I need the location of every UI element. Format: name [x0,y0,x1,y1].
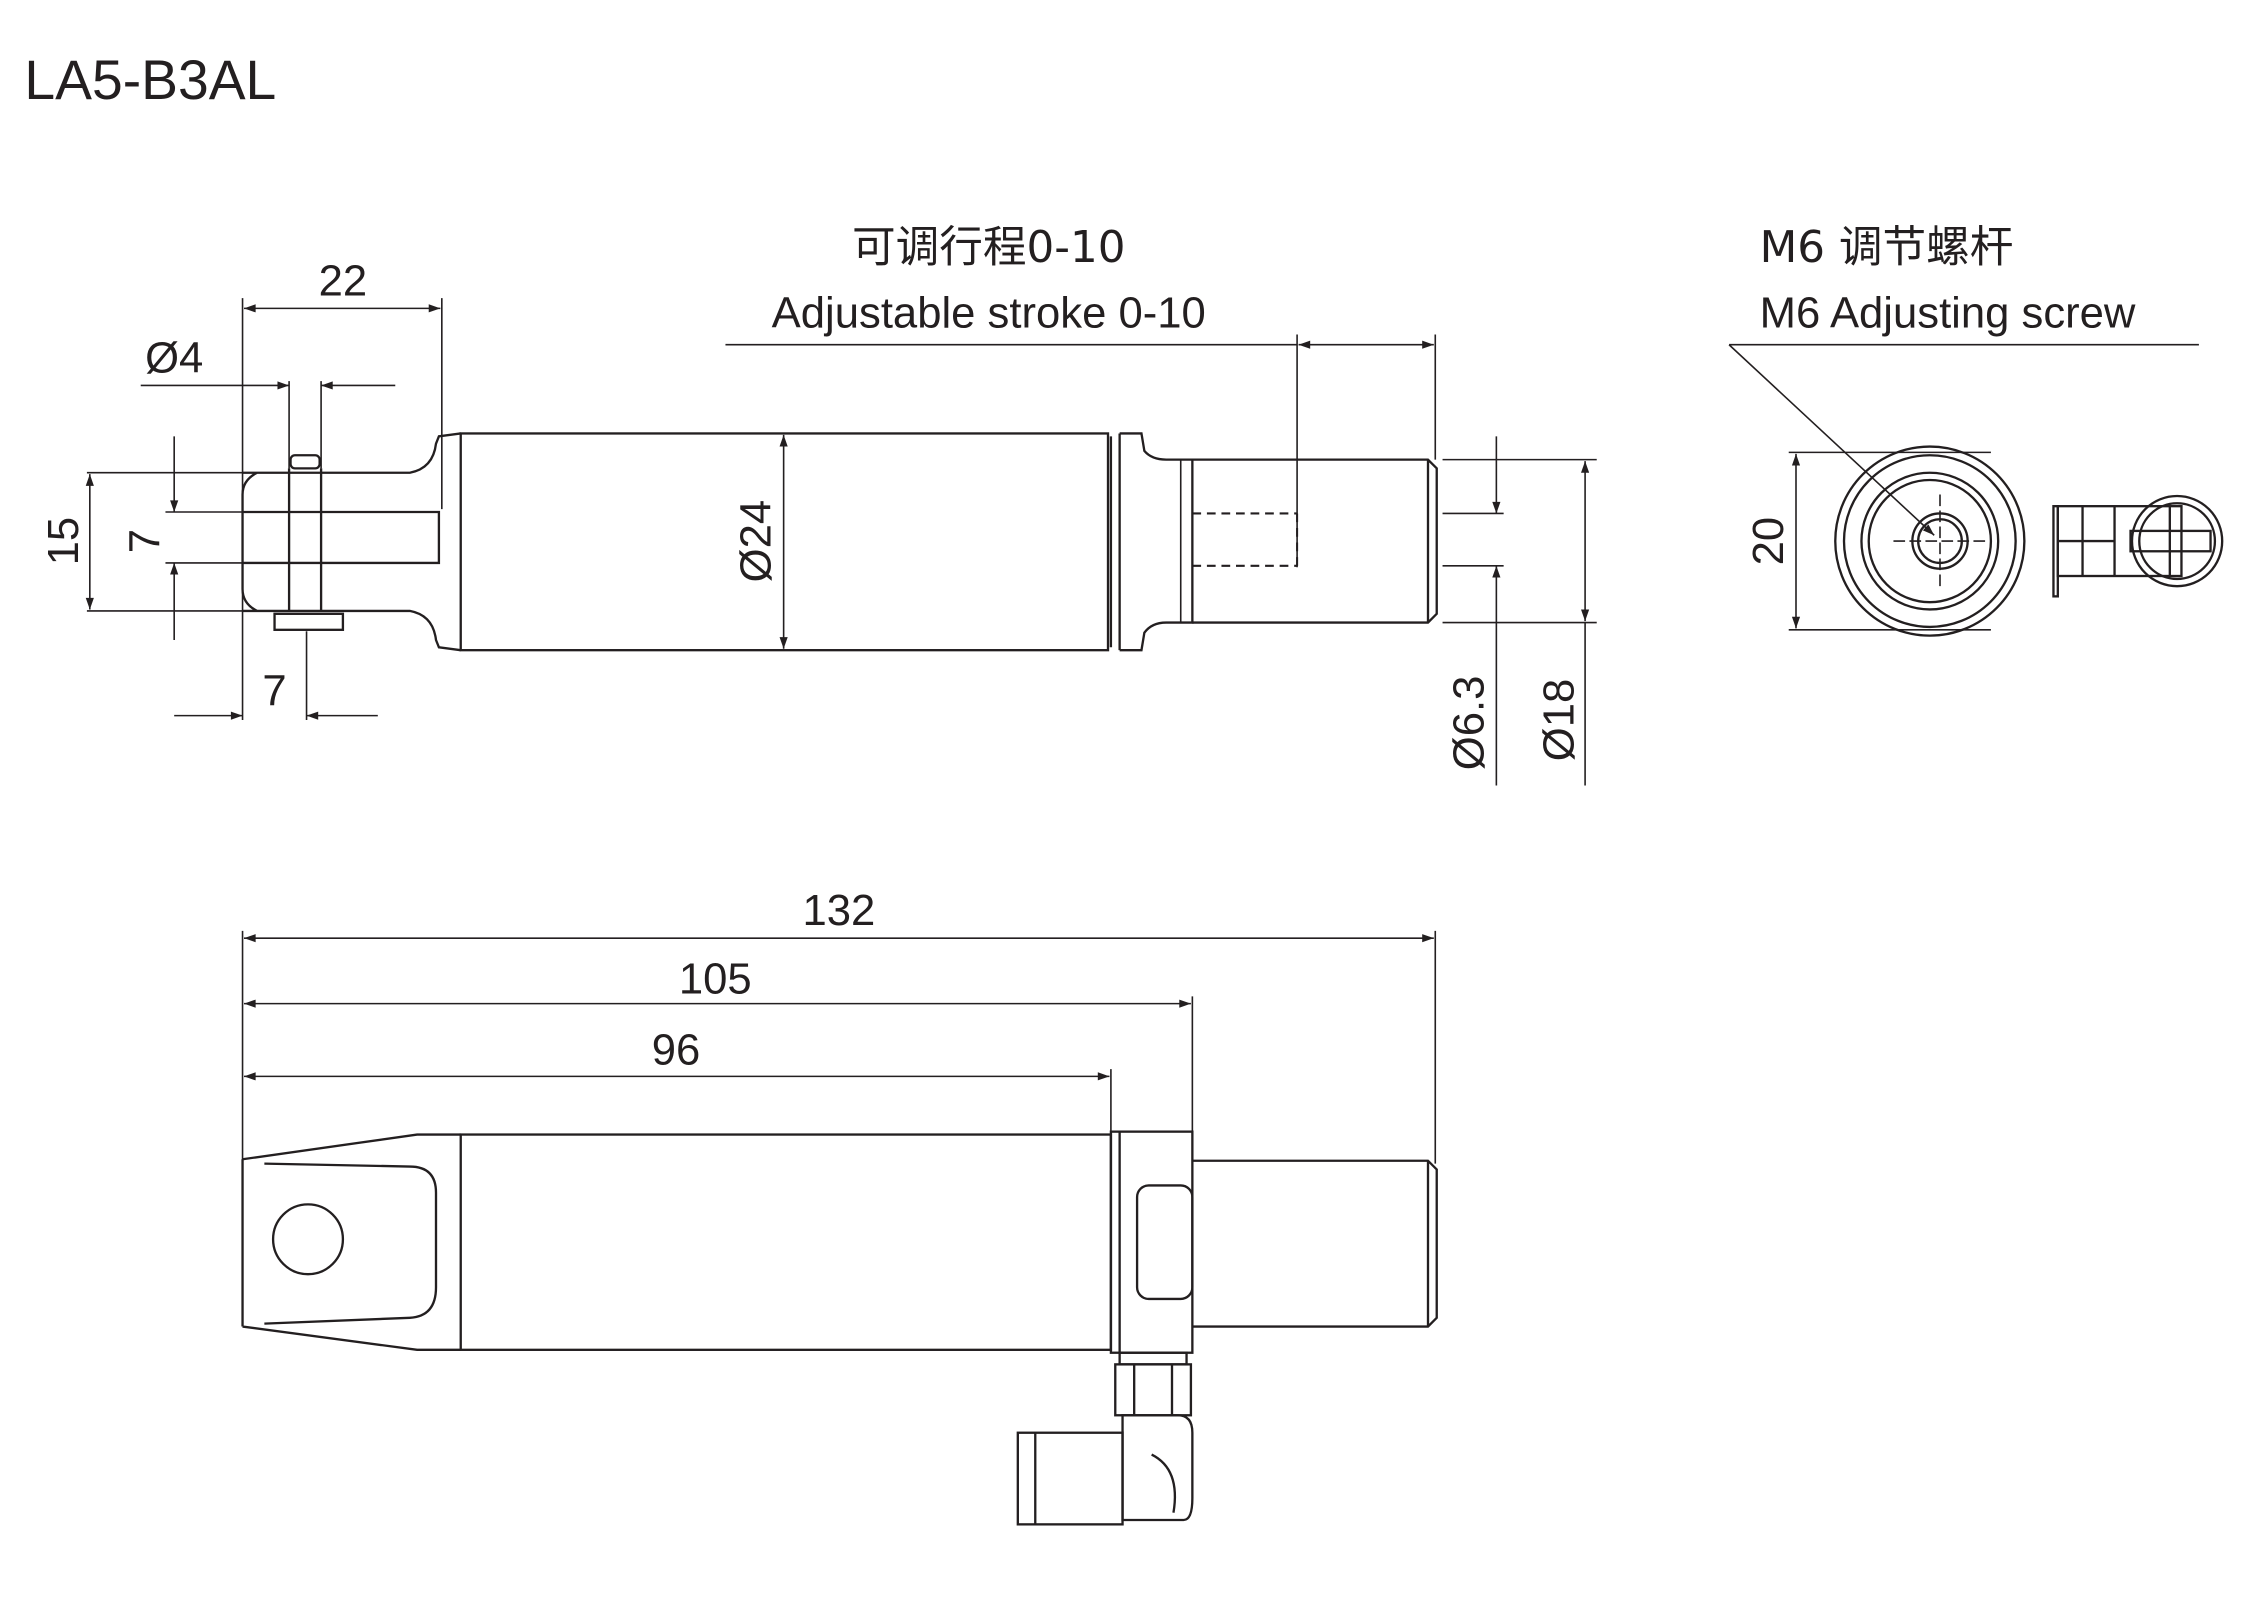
drawing-title: LA5-B3AL [24,49,276,111]
top-view: 22 Ø4 15 7 7 Ø24 可调行程0-10 Adjustable str… [40,223,1597,786]
stroke-label-en: Adjustable stroke 0-10 [772,289,1206,337]
stroke-label-cn: 可调行程0-10 [852,223,1126,273]
cylinder-body-side [459,1133,1113,1351]
air-fitting-side [1016,1351,1194,1526]
dim-pin-diameter: Ø4 [145,334,203,382]
dim-length-to-rod: 105 [679,955,752,1003]
dim-slot-width: 7 [122,529,170,553]
dim-body-diameter: Ø24 [733,500,781,582]
screw-label-cn: M6 调节螺杆 [1760,223,2014,273]
dim-rod-diameter: Ø18 [1535,679,1583,761]
end-view: M6 调节螺杆 M6 Adjusting screw 20 [1728,223,2224,637]
end-cap-side [1109,1130,1194,1354]
pin-head [289,454,321,470]
dim-pin-offset: 7 [262,667,286,715]
clevis [241,432,461,652]
pin [287,468,323,611]
dim-body-length: 96 [652,1027,701,1075]
bore-hidden [1192,512,1299,567]
air-fitting-end [2052,494,2224,598]
dim-end-height: 20 [1745,517,1793,566]
dim-overall-length: 132 [803,887,876,935]
dim-clevis-length: 22 [319,257,368,305]
piston-rod [1192,458,1438,624]
adjust-slot [1135,1184,1194,1301]
dim-clevis-height: 15 [40,517,88,566]
clevis-side [241,1133,461,1351]
end-cap [1119,432,1194,652]
dim-bore-diameter: Ø6.3 [1445,676,1493,771]
pin-retainer [273,612,345,631]
side-view: 132 105 96 [241,887,1438,1526]
screw-label-en: M6 Adjusting screw [1760,289,2136,337]
piston-rod-side [1192,1159,1438,1328]
cylinder-body [459,432,1110,652]
clevis-hole [271,1203,345,1276]
groove [1109,433,1121,651]
